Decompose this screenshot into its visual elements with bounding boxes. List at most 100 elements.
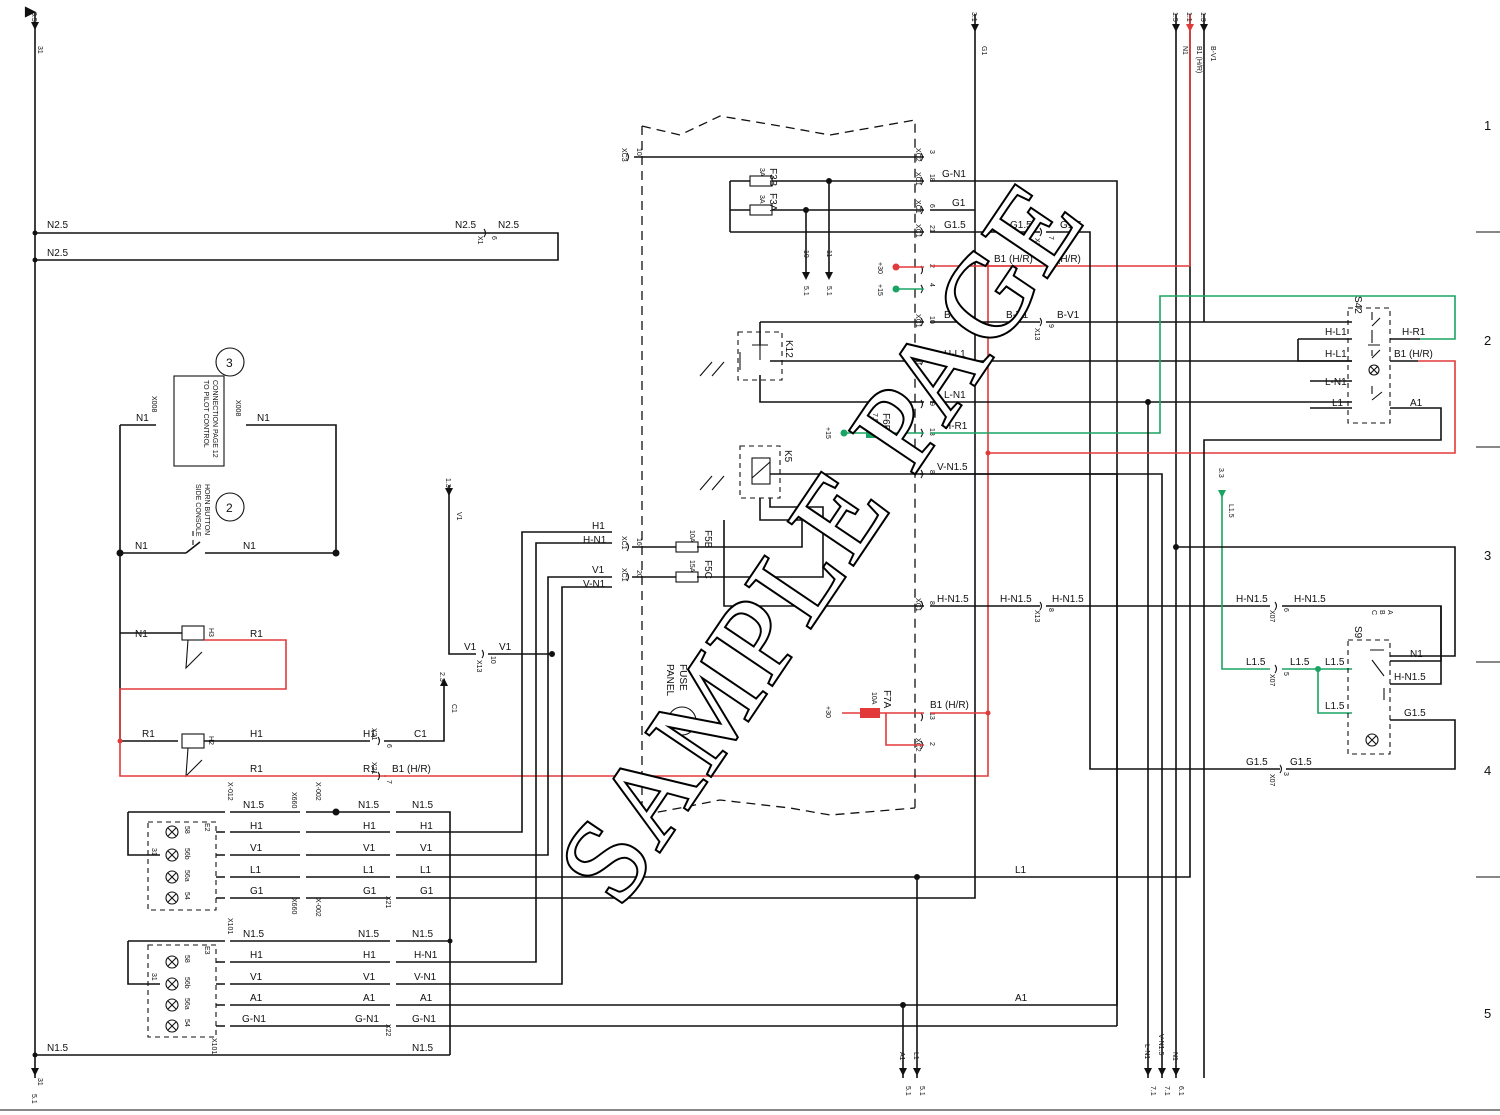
zone-5: 5 bbox=[1484, 1006, 1491, 1021]
pin-8: 8 bbox=[928, 470, 935, 474]
wire-label-g15: G1.5 bbox=[1060, 220, 1082, 231]
ref-ln1-page: 7.1 bbox=[1149, 1086, 1156, 1096]
ref-g1: G1 bbox=[980, 46, 987, 55]
ref-top-left-a: 3.5 bbox=[30, 12, 37, 22]
pin-6: 6 bbox=[1282, 608, 1289, 612]
pin-4: 4 bbox=[928, 283, 935, 287]
wire-label-c1: C1 bbox=[414, 729, 427, 740]
ref-n1: N1 bbox=[1171, 1052, 1178, 1061]
conn-x012: X-012 bbox=[226, 782, 233, 801]
wire-label-a1: A1 bbox=[1410, 398, 1423, 409]
conn-x660: X660 bbox=[290, 792, 297, 808]
wire-label-n1: N1 bbox=[1410, 649, 1423, 660]
zone-2: 2 bbox=[1484, 333, 1491, 348]
wire-label-gn1: G-N1 bbox=[412, 1014, 436, 1025]
n15-bottom: N1.5 N1.5 bbox=[32, 1043, 450, 1058]
fuse-f5c-rating: 15A bbox=[688, 560, 695, 573]
conn-x002: X-002 bbox=[314, 782, 321, 801]
wire-label-g15: G1.5 bbox=[1246, 757, 1268, 768]
wire-label-a1: A1 bbox=[250, 993, 263, 1004]
ref-b1hr-page: 1.1 bbox=[1185, 12, 1192, 22]
fuse-f3a: F3A bbox=[767, 193, 778, 212]
conn-xc2: XC2 bbox=[914, 148, 921, 162]
ref-b1hr: B1 (H/R) bbox=[1195, 46, 1202, 73]
conn-xc1: XC1 bbox=[914, 224, 921, 238]
wire-label-h1: H1 bbox=[250, 729, 263, 740]
note-2: 2 bbox=[226, 501, 233, 515]
horn-button-line2: HORN BUTTON bbox=[203, 484, 210, 535]
fuse-f3b: F3B bbox=[767, 168, 778, 187]
ref-ln1: L-N1 bbox=[1143, 1044, 1150, 1059]
fuse-panel: 1 FUSE PANEL XC3 10 XC2 3 10 11 5.1 5.1 … bbox=[583, 115, 935, 816]
wire-label-n25: N2.5 bbox=[47, 248, 69, 259]
conn-x008: X008 bbox=[234, 400, 241, 416]
pin-10: 10 bbox=[928, 316, 935, 324]
ref-bottom-31-page: 5.1 bbox=[30, 1094, 37, 1104]
pin-x1: X1 bbox=[476, 236, 483, 245]
pin-31: 31 bbox=[150, 848, 157, 856]
horn-h3-label: H3 bbox=[207, 628, 214, 637]
wire-label-v1: V1 bbox=[464, 642, 477, 653]
fuse-f6b-rating: 7.5A bbox=[871, 413, 878, 428]
wire-label-hn15: H-N1.5 bbox=[1294, 594, 1326, 605]
wire-label-b1hr: B1 (H/R) bbox=[930, 700, 969, 711]
wire-label-l15: L1.5 bbox=[1290, 657, 1310, 668]
pin-3: 3 bbox=[928, 150, 935, 154]
wire-label-n25: N2.5 bbox=[47, 220, 69, 231]
wire-label-vn1: V-N1 bbox=[583, 579, 606, 590]
n25-loop: N2.5 N2.5 N2.5 N2.5 X1 6 bbox=[32, 220, 559, 263]
wire-label-gn1: G-N1 bbox=[242, 1014, 266, 1025]
fuse-f3a-rating: 3A bbox=[758, 195, 765, 204]
wire-label-r1: R1 bbox=[363, 764, 376, 775]
conn-x21: X21 bbox=[384, 896, 391, 909]
ref-top-left-b: 31 bbox=[36, 46, 43, 54]
fuse-f5b: F5B bbox=[702, 530, 713, 549]
wire-label-n15: N1.5 bbox=[358, 929, 380, 940]
pin-31: 31 bbox=[150, 973, 157, 981]
conn-x660: X660 bbox=[290, 898, 297, 914]
conn-x07: X07 bbox=[1268, 610, 1275, 623]
pin-20: 20 bbox=[635, 570, 642, 578]
sample-page-watermark: SAMPLE PAGE bbox=[533, 158, 1109, 925]
wire-label-hl1: H-L1 bbox=[1325, 327, 1347, 338]
pin-8: 8 bbox=[1047, 608, 1054, 612]
pin-b: B bbox=[1378, 610, 1385, 615]
wire-label-n1: N1 bbox=[243, 541, 256, 552]
supply-p15: +15 bbox=[876, 284, 883, 296]
ref-l15: L1.5 bbox=[1227, 504, 1234, 518]
pin-56b: 56b bbox=[183, 977, 190, 989]
wire-label-hr1: H-R1 bbox=[944, 421, 968, 432]
ref-n1-page: 6.1 bbox=[1177, 1086, 1184, 1096]
wire-label-h1: H1 bbox=[420, 821, 433, 832]
wire-label-hl1: H-L1 bbox=[1325, 349, 1347, 360]
wire-label-hn15: H-N1.5 bbox=[1236, 594, 1268, 605]
pin-16: 16 bbox=[635, 538, 642, 546]
wire-label-ln1: L-N1 bbox=[944, 390, 966, 401]
ref-l1-page: 5.1 bbox=[918, 1086, 925, 1096]
relay-k5: K5 bbox=[782, 450, 793, 463]
fuse-panel-label-2: PANEL bbox=[664, 664, 675, 696]
wire-label-bv1: B-V1 bbox=[1057, 310, 1080, 321]
wire-label-g1: G1 bbox=[420, 886, 434, 897]
ref-bottom-31: 31 bbox=[36, 1078, 43, 1086]
supply-p30: +30 bbox=[824, 706, 831, 718]
lamp-icon bbox=[165, 955, 179, 1033]
wire-label-n15: N1.5 bbox=[243, 929, 265, 940]
wire-label-hn1: H-N1 bbox=[414, 950, 438, 961]
fuse-panel-label-1: FUSE bbox=[677, 664, 688, 691]
wire-label-n25: N2.5 bbox=[455, 220, 477, 231]
wire-label-g1: G1 bbox=[363, 886, 377, 897]
wire-label-gn1: G-N1 bbox=[355, 1014, 379, 1025]
pin-5: 5 bbox=[1282, 672, 1289, 676]
zone-4: 4 bbox=[1484, 763, 1491, 778]
zone-3: 3 bbox=[1484, 548, 1491, 563]
pin-58: 58 bbox=[183, 955, 190, 963]
wire-label-n25: N2.5 bbox=[498, 220, 520, 231]
wire-label-n1: N1 bbox=[135, 629, 148, 640]
ref-vn15-page: 7.1 bbox=[1163, 1086, 1170, 1096]
fuse-f3b-rating: 3A bbox=[758, 168, 765, 177]
wire-label-a1: A1 bbox=[420, 993, 433, 1004]
conn-x13: X13 bbox=[1033, 610, 1040, 623]
wire-label-gn1: G-N1 bbox=[942, 169, 966, 180]
